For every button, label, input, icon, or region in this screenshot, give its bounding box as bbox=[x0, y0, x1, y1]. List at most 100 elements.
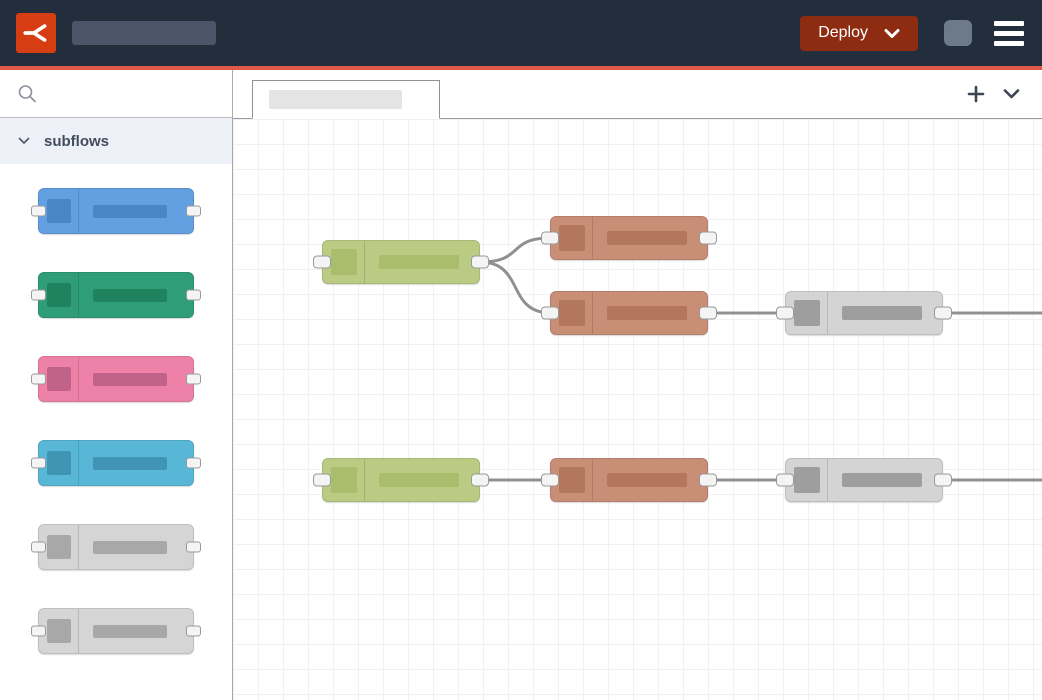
node-icon bbox=[47, 451, 71, 475]
flow-node-green-1[interactable] bbox=[313, 240, 489, 284]
node-label-placeholder bbox=[379, 255, 459, 269]
flow-node-salmon-3[interactable] bbox=[541, 458, 717, 502]
palette-node-gray-2[interactable] bbox=[31, 608, 201, 654]
node-output-port[interactable] bbox=[699, 306, 717, 320]
node-label-placeholder bbox=[607, 306, 687, 320]
node-output-port[interactable] bbox=[186, 541, 201, 553]
node-input-port[interactable] bbox=[31, 205, 46, 217]
node-icon bbox=[794, 300, 820, 326]
flow-tab[interactable] bbox=[252, 80, 440, 119]
node-red-logo[interactable] bbox=[16, 13, 56, 53]
hamburger-menu-icon bbox=[994, 20, 1024, 26]
node-icon bbox=[331, 249, 357, 275]
node-separator bbox=[364, 241, 365, 283]
palette-section-subflows[interactable]: subflows bbox=[0, 118, 232, 164]
node-output-port[interactable] bbox=[186, 205, 201, 217]
chevron-down-icon bbox=[1003, 89, 1020, 99]
node-label-placeholder bbox=[607, 473, 687, 487]
node-input-port[interactable] bbox=[31, 457, 46, 469]
palette-node-blue[interactable] bbox=[31, 188, 201, 234]
node-label-placeholder bbox=[93, 372, 167, 386]
node-output-port[interactable] bbox=[186, 289, 201, 301]
node-output-port[interactable] bbox=[699, 473, 717, 487]
flow-wire[interactable] bbox=[478, 260, 553, 315]
node-output-port[interactable] bbox=[934, 306, 952, 320]
node-input-port[interactable] bbox=[31, 289, 46, 301]
node-icon bbox=[47, 619, 71, 643]
node-output-port[interactable] bbox=[186, 373, 201, 385]
node-input-port[interactable] bbox=[541, 473, 559, 487]
node-label-placeholder bbox=[842, 473, 922, 487]
flow-node-gray-1[interactable] bbox=[776, 291, 952, 335]
palette-node-pink[interactable] bbox=[31, 356, 201, 402]
node-label-placeholder bbox=[93, 456, 167, 470]
header: Deploy bbox=[0, 0, 1042, 66]
node-label-placeholder bbox=[93, 288, 167, 302]
node-icon bbox=[47, 199, 71, 223]
node-icon bbox=[47, 283, 71, 307]
palette-node-gray-1[interactable] bbox=[31, 524, 201, 570]
node-input-port[interactable] bbox=[541, 231, 559, 245]
palette-node-list bbox=[0, 164, 232, 700]
user-avatar[interactable] bbox=[944, 20, 972, 46]
node-separator bbox=[827, 292, 828, 334]
node-icon bbox=[794, 467, 820, 493]
workspace bbox=[233, 70, 1042, 700]
node-output-port[interactable] bbox=[934, 473, 952, 487]
flow-node-gray-2[interactable] bbox=[776, 458, 952, 502]
hamburger-menu-icon bbox=[994, 40, 1024, 46]
node-input-port[interactable] bbox=[31, 373, 46, 385]
main-menu-button[interactable] bbox=[992, 19, 1026, 48]
node-output-port[interactable] bbox=[471, 255, 489, 269]
node-label-placeholder bbox=[607, 231, 687, 245]
node-label-placeholder bbox=[379, 473, 459, 487]
node-input-port[interactable] bbox=[31, 541, 46, 553]
node-output-port[interactable] bbox=[699, 231, 717, 245]
flow-tab-label-placeholder bbox=[269, 90, 402, 109]
node-input-port[interactable] bbox=[776, 473, 794, 487]
node-icon bbox=[47, 535, 71, 559]
node-output-port[interactable] bbox=[471, 473, 489, 487]
deploy-button[interactable]: Deploy bbox=[800, 15, 918, 51]
flow-canvas[interactable] bbox=[233, 119, 1042, 700]
node-output-port[interactable] bbox=[186, 457, 201, 469]
node-icon bbox=[559, 467, 585, 493]
node-label-placeholder bbox=[842, 306, 922, 320]
hamburger-menu-icon bbox=[994, 30, 1024, 36]
node-separator bbox=[592, 292, 593, 334]
add-flow-button[interactable] bbox=[965, 83, 987, 105]
flow-node-salmon-1[interactable] bbox=[541, 216, 717, 260]
chevron-down-icon bbox=[18, 137, 30, 144]
flow-node-green-2[interactable] bbox=[313, 458, 489, 502]
palette-node-cyan[interactable] bbox=[31, 440, 201, 486]
node-separator bbox=[364, 459, 365, 501]
node-separator bbox=[78, 189, 79, 233]
node-input-port[interactable] bbox=[313, 473, 331, 487]
node-separator bbox=[592, 459, 593, 501]
node-input-port[interactable] bbox=[31, 625, 46, 637]
node-separator bbox=[827, 459, 828, 501]
node-input-port[interactable] bbox=[776, 306, 794, 320]
node-red-fork-icon bbox=[23, 24, 47, 42]
chevron-down-icon bbox=[884, 28, 900, 38]
flow-node-salmon-2[interactable] bbox=[541, 291, 717, 335]
palette-node-green[interactable] bbox=[31, 272, 201, 318]
palette-section-label: subflows bbox=[44, 132, 110, 150]
node-output-port[interactable] bbox=[186, 625, 201, 637]
collapse-tabs-button[interactable] bbox=[1001, 86, 1022, 102]
palette-search[interactable] bbox=[0, 70, 232, 118]
node-label-placeholder bbox=[93, 204, 167, 218]
header-accent-line bbox=[0, 66, 1042, 70]
node-separator bbox=[78, 273, 79, 317]
node-label-placeholder bbox=[93, 624, 167, 638]
node-input-port[interactable] bbox=[541, 306, 559, 320]
node-icon bbox=[331, 467, 357, 493]
search-icon bbox=[18, 84, 36, 102]
node-icon bbox=[559, 300, 585, 326]
deploy-button-label: Deploy bbox=[818, 24, 868, 41]
palette-sidebar: subflows bbox=[0, 70, 233, 700]
node-input-port[interactable] bbox=[313, 255, 331, 269]
node-separator bbox=[78, 525, 79, 569]
node-separator bbox=[78, 609, 79, 653]
node-icon bbox=[47, 367, 71, 391]
